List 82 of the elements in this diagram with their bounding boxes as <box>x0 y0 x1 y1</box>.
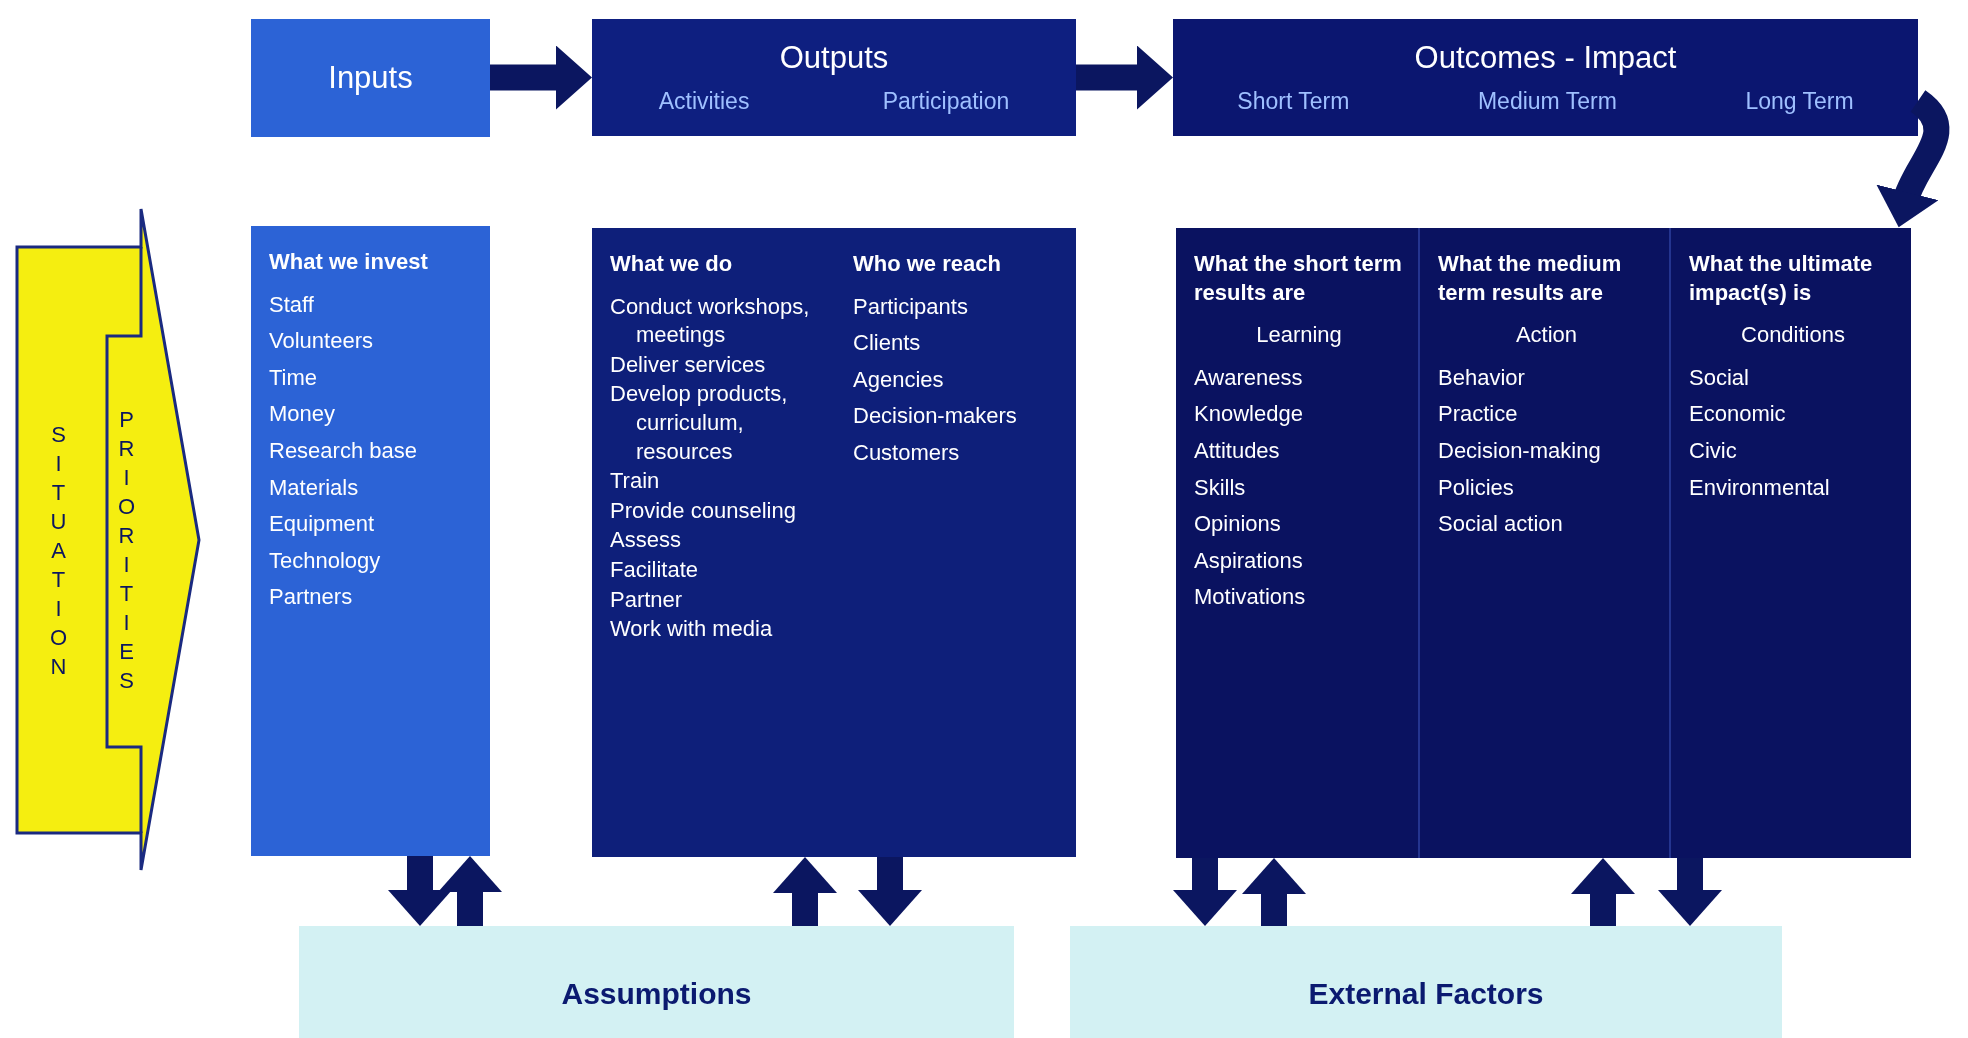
list-item: Train <box>610 467 661 496</box>
column-panel <box>1176 228 1418 858</box>
subheading: Participation <box>882 88 1010 115</box>
header-box <box>592 19 1076 136</box>
block-arrow <box>1658 858 1722 926</box>
list-item: Social <box>1689 363 1750 392</box>
list-item: Aspirations <box>1194 546 1304 575</box>
list-item: Decision-making <box>1438 436 1602 465</box>
header-box <box>251 19 490 137</box>
list-item: Money <box>269 400 337 429</box>
column-heading: What we invest <box>269 248 429 276</box>
list-item: Provide counseling <box>610 496 797 525</box>
header-title: Outcomes - Impact <box>1414 40 1677 76</box>
list-item: Deliver services <box>610 350 767 379</box>
header-title: Inputs <box>328 60 413 96</box>
block-arrow <box>1242 858 1306 926</box>
list-item: Facilitate <box>610 555 700 584</box>
block-arrow <box>1076 45 1173 110</box>
list-item: Research base <box>269 436 418 465</box>
list-item: Skills <box>1194 473 1247 502</box>
column-heading: What we do <box>610 250 734 278</box>
band-box <box>299 926 1014 1038</box>
block-arrow <box>438 856 502 926</box>
block-arrow <box>1571 858 1635 926</box>
list-item: Attitudes <box>1194 436 1281 465</box>
block-arrow <box>388 856 452 926</box>
list-item: Time <box>269 363 319 392</box>
band-box <box>1070 926 1782 1038</box>
list-item: Customers <box>853 438 961 467</box>
list-item: Staff <box>269 290 315 319</box>
list-item: Participants <box>853 292 969 321</box>
list-item: Economic <box>1689 400 1787 429</box>
list-item: Materials <box>269 473 360 502</box>
category-label: Learning <box>1255 321 1343 350</box>
vertical-label: PRIORITIES <box>113 407 140 697</box>
list-item: Conduct workshops, meetings <box>610 292 811 350</box>
list-item: Assess <box>610 526 682 555</box>
subheading: Activities <box>658 88 750 115</box>
band-label: Assumptions <box>561 977 752 1011</box>
column-panel <box>1669 228 1911 858</box>
column-heading: What the ultimate impact(s) is <box>1689 250 1874 307</box>
list-item: Clients <box>853 329 922 358</box>
column-heading: What the medium term results are <box>1438 250 1623 307</box>
list-item: Policies <box>1438 473 1515 502</box>
list-item: Technology <box>269 546 382 575</box>
list-item: Motivations <box>1194 583 1307 612</box>
subheading: Long Term <box>1745 88 1854 115</box>
list-item: Opinions <box>1194 510 1282 539</box>
list-item: Practice <box>1438 400 1519 429</box>
column-panel <box>592 228 835 857</box>
list-item: Work with media <box>610 615 774 644</box>
list-item: Partner <box>610 585 684 614</box>
column-panel <box>1418 228 1669 858</box>
list-item: Equipment <box>269 510 376 539</box>
list-item: Volunteers <box>269 327 374 356</box>
subheading: Medium Term <box>1477 88 1617 115</box>
block-arrow <box>1173 858 1237 926</box>
block-arrow <box>1877 90 1950 227</box>
list-item: Agencies <box>853 365 945 394</box>
vertical-label: SITUATION <box>45 422 72 683</box>
band-label: External Factors <box>1308 977 1544 1011</box>
list-item: Environmental <box>1689 473 1831 502</box>
block-arrow <box>858 857 922 926</box>
list-item: Partners <box>269 583 354 612</box>
category-label: Action <box>1514 321 1579 350</box>
category-label: Conditions <box>1740 321 1846 350</box>
list-item: Behavior <box>1438 363 1526 392</box>
list-item: Decision-makers <box>853 402 1018 431</box>
column-panel <box>251 226 490 856</box>
list-item: Knowledge <box>1194 400 1304 429</box>
column-heading: What the short term results are <box>1194 250 1403 307</box>
subheading: Short Term <box>1237 88 1350 115</box>
block-arrow <box>490 45 592 110</box>
list-item: Social action <box>1438 510 1564 539</box>
block-arrow <box>773 857 837 926</box>
header-box <box>1173 19 1918 136</box>
list-item: Develop products, curriculum, resources <box>610 380 789 466</box>
list-item: Civic <box>1689 436 1738 465</box>
column-heading: Who we reach <box>853 250 1002 278</box>
header-title: Outputs <box>779 40 889 76</box>
list-item: Awareness <box>1194 363 1304 392</box>
column-panel <box>835 228 1076 857</box>
